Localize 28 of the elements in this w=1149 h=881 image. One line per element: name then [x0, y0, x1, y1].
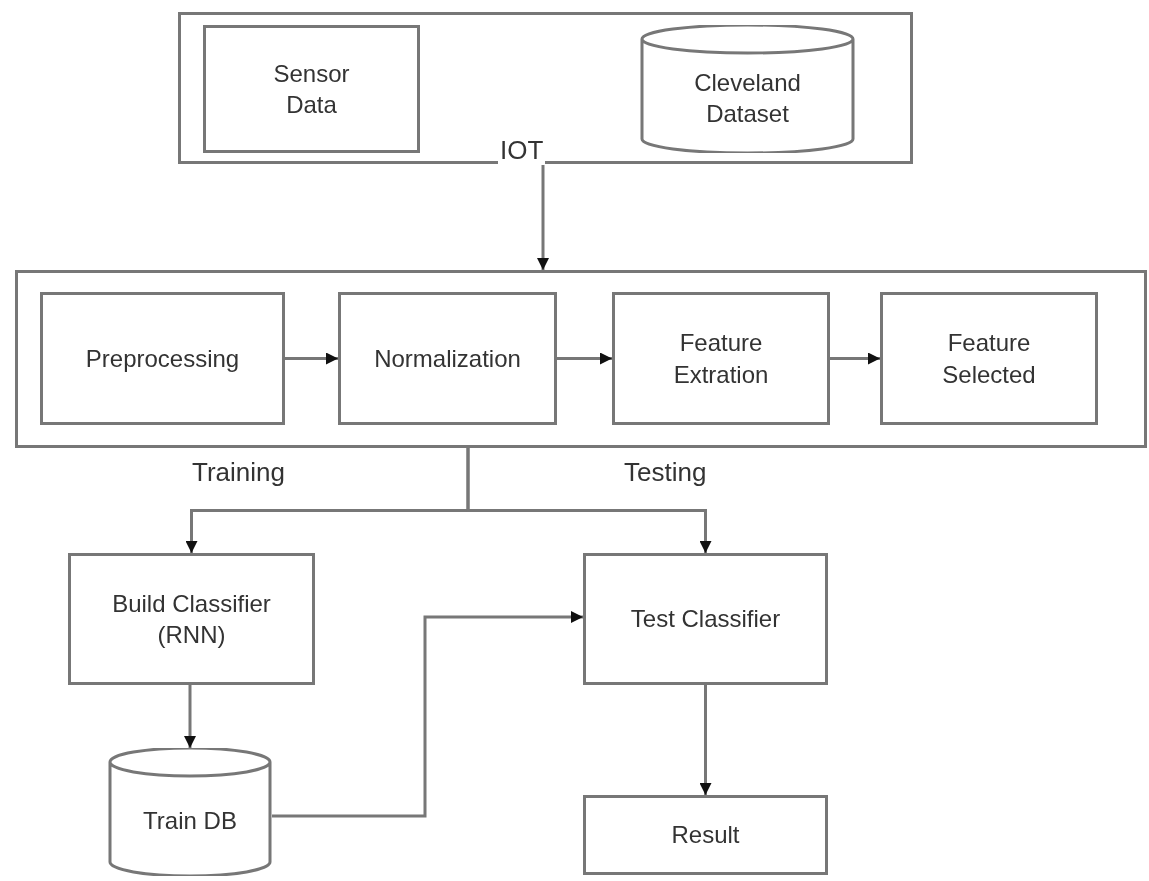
node-text: Build Classifier (RNN) [111, 588, 272, 650]
process-box [583, 553, 828, 685]
node-text: Feature Extration [672, 328, 770, 390]
process-box [612, 292, 830, 425]
node-text: Normalization [373, 343, 522, 374]
arrow [466, 448, 712, 553]
process-box [583, 795, 828, 875]
node-text: Test Classifier [629, 604, 782, 635]
node-text: Cleveland Dataset [693, 67, 802, 129]
container-box [178, 12, 913, 164]
arrow [830, 352, 880, 365]
node-text: Feature Selected [941, 328, 1037, 390]
process-box [880, 292, 1098, 425]
node-text: Train DB [142, 806, 238, 837]
process-box [338, 292, 557, 425]
arrow [285, 352, 338, 365]
process-box [40, 292, 285, 425]
container-box [15, 270, 1147, 448]
arrow [184, 685, 196, 748]
node-text: Sensor Data [272, 58, 351, 120]
arrow [557, 352, 612, 365]
process-box [203, 25, 420, 153]
arrow [272, 611, 583, 818]
node-text: Preprocessing [84, 343, 241, 374]
process-box [68, 553, 315, 685]
arrow [537, 164, 549, 270]
arrow [699, 685, 712, 795]
node-text: Result [670, 820, 741, 851]
